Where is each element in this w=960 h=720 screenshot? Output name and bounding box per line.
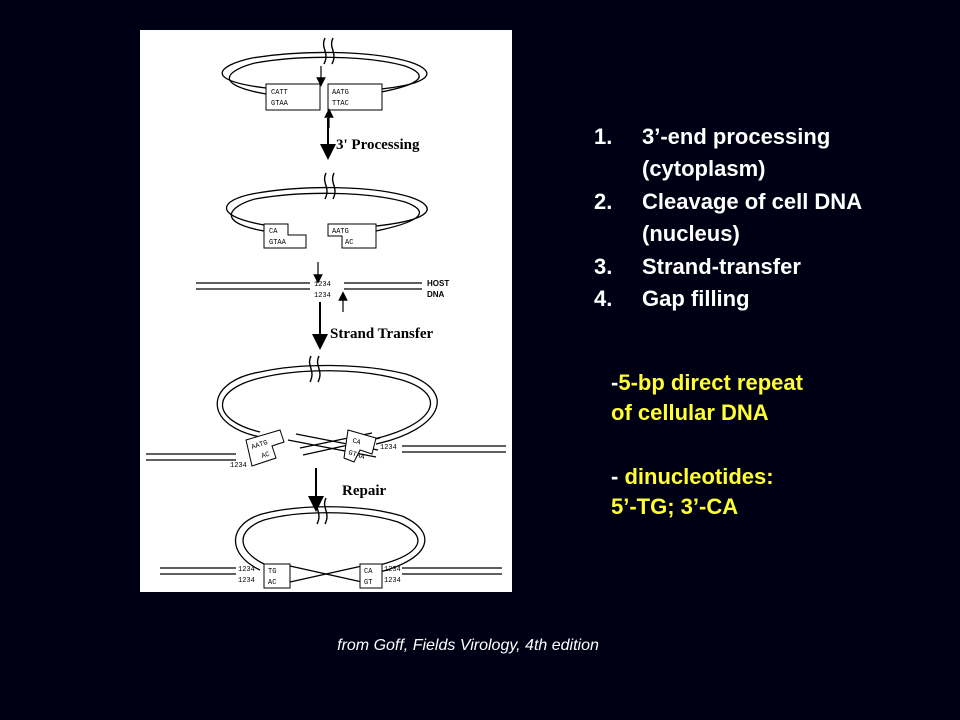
stage3-break-marks <box>308 355 321 383</box>
stage2-left-bottom: GTAA <box>269 239 287 247</box>
stage4-right-top: CA <box>364 568 373 576</box>
stage4-seq-left-top: 1234 <box>238 566 255 574</box>
note-line: of cellular DNA <box>611 400 769 425</box>
step-item-4: 4. Gap filling <box>594 283 862 315</box>
host-seq-top: 1234 <box>314 281 331 289</box>
stage1-break-marks <box>322 37 335 65</box>
stage3-ltr-boxes <box>245 429 377 467</box>
stage1-right-bottom: TTAC <box>332 100 349 108</box>
step-number: 2. <box>594 188 613 214</box>
host-seq-bottom: 1234 <box>314 292 331 300</box>
stage4-seq-right-top: 1234 <box>384 566 401 574</box>
step-label-repair: Repair <box>342 483 387 499</box>
stage2-ltr-boxes <box>263 223 377 249</box>
stage3-seq-left: 1234 <box>230 462 247 470</box>
note-line: dinucleotides: <box>624 464 774 489</box>
integration-diagram: CATT GTAA AATG TTAC 3' Processing CA <box>140 30 512 592</box>
step-item-3: 3. Strand-transfer <box>594 251 862 283</box>
host-label-line2: DNA <box>427 290 445 299</box>
stage3-right-top: CA <box>351 437 362 447</box>
step-line: (nucleus) <box>642 221 740 247</box>
step-label-processing: 3' Processing <box>336 137 420 153</box>
note-line: 5-bp direct repeat <box>618 370 803 395</box>
stage1-ltr-boxes <box>265 83 383 111</box>
step-label-strand-transfer: Strand Transfer <box>330 326 434 342</box>
step-line: Cleavage of cell DNA <box>642 188 863 214</box>
step-line: 3’-end processing <box>642 124 831 149</box>
stage4-ltr-boxes <box>263 563 383 589</box>
integration-diagram-svg: CATT GTAA AATG TTAC 3' Processing CA <box>146 37 506 589</box>
integration-steps-list: 1. 3’-end processing (cytoplasm) 2. Clea… <box>594 121 862 315</box>
step-number: 1. <box>594 124 613 149</box>
stage4-host-strands <box>160 567 502 575</box>
stage4-seq-left-bottom: 1234 <box>238 577 255 585</box>
stage4-left-top: TG <box>268 568 276 576</box>
stage4-right-bottom: GT <box>364 579 372 587</box>
stage1-right-top: AATG <box>332 89 349 97</box>
note-dash: - <box>611 370 619 395</box>
stage4-break-marks <box>315 497 328 525</box>
citation: from Goff, Fields Virology, 4th edition <box>337 637 599 654</box>
stage2-left-top: CA <box>269 228 278 236</box>
stage4-loop <box>234 506 426 583</box>
step-line: (cytoplasm) <box>642 156 766 182</box>
stage1-circle <box>221 51 428 95</box>
stage2-right-top: AATG <box>332 228 349 236</box>
note-dash: - <box>611 464 625 489</box>
stage4-seq-right-bottom: 1234 <box>384 577 401 585</box>
note-direct-repeat: -5-bp direct repeat of cellular DNA <box>611 368 803 428</box>
step-number: 4. <box>594 286 613 312</box>
step-item-2: 2. Cleavage of cell DNA (nucleus) <box>594 186 862 251</box>
host-dna-strands <box>196 282 422 290</box>
step-number: 3. <box>594 253 613 279</box>
stage3-left-bottom: AC <box>260 451 270 461</box>
note-line: 5’-TG; 3’-CA <box>611 494 739 519</box>
step-item-1: 1. 3’-end processing (cytoplasm) <box>594 121 862 186</box>
stage3-host-strands <box>146 445 506 461</box>
stage1-left-top: CATT <box>271 89 288 97</box>
stage2-right-bottom: AC <box>345 239 353 247</box>
host-label-line1: HOST <box>427 279 449 288</box>
stage1-left-bottom: GTAA <box>271 100 289 108</box>
step-line: Strand-transfer <box>642 253 801 279</box>
note-dinucleotides: - dinucleotides: 5’-TG; 3’-CA <box>611 462 774 522</box>
stage3-seq-right: 1234 <box>380 444 397 452</box>
stage2-break-marks <box>323 172 336 200</box>
step-line: Gap filling <box>642 286 750 312</box>
stage4-left-bottom: AC <box>268 579 276 587</box>
